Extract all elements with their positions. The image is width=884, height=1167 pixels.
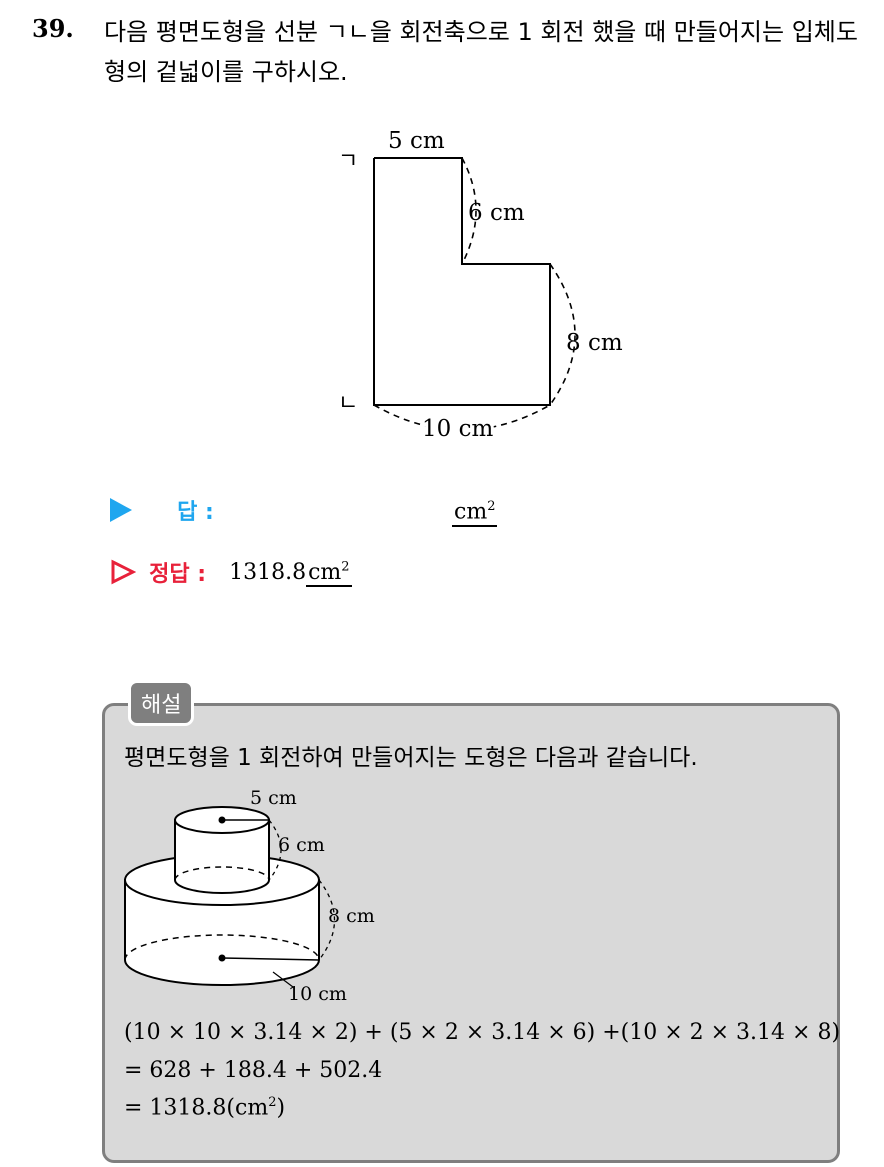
correct-value: 1318.8	[229, 559, 307, 585]
figure-outline	[373, 157, 551, 406]
solid-label-5cm: 5 cm	[250, 787, 297, 809]
question-text: 다음 평면도형을 선분 ㄱㄴ을 회전축으로 1 회전 했을 때 만들어지는 입체…	[104, 18, 858, 86]
solid-figure: 5 cm 6 cm 8 cm 10 cm	[124, 787, 375, 1005]
answer-unit[interactable]: cm2	[452, 494, 498, 528]
calc-line-1: (10 × 10 × 3.14 × 2) + (5 × 2 × 3.14 × 6…	[124, 1020, 841, 1045]
answer-row: 답 :	[110, 494, 214, 526]
solid-label-8cm: 8 cm	[328, 905, 375, 927]
play-arrow-icon	[110, 498, 132, 522]
label-8cm: 8 cm	[566, 330, 623, 356]
question-number: 39.	[32, 14, 74, 43]
correct-label: 정답 :	[149, 562, 207, 587]
plane-figure: 5 cm 6 cm 8 cm 10 cm ㄱ ㄴ	[338, 128, 623, 445]
arc-bottom-dashed	[373, 404, 551, 431]
answer-label: 답 :	[177, 500, 214, 525]
solid-label-10cm: 10 cm	[288, 983, 347, 1005]
explanation-tag: 해설	[128, 680, 195, 726]
label-6cm: 6 cm	[468, 200, 525, 226]
calc-line-3: = 1318.8(cm2)	[124, 1095, 286, 1121]
arc-right-dashed	[549, 263, 576, 406]
hollow-arrow-icon	[111, 559, 136, 585]
correct-answer-row: 정답 : 1318.8cm2	[110, 556, 352, 588]
arc-top-dashed	[461, 157, 477, 265]
solid-label-6cm: 6 cm	[278, 834, 325, 856]
explanation-intro: 평면도형을 1 회전하여 만들어지는 도형은 다음과 같습니다.	[124, 745, 698, 771]
calc-line-2: = 628 + 188.4 + 502.4	[124, 1058, 383, 1083]
vertex-nieun: ㄴ	[338, 391, 358, 416]
vertex-giyeok: ㄱ	[338, 149, 358, 174]
label-5cm: 5 cm	[388, 128, 445, 154]
correct-unit: cm2	[306, 559, 352, 587]
label-10cm: 10 cm	[422, 416, 493, 442]
